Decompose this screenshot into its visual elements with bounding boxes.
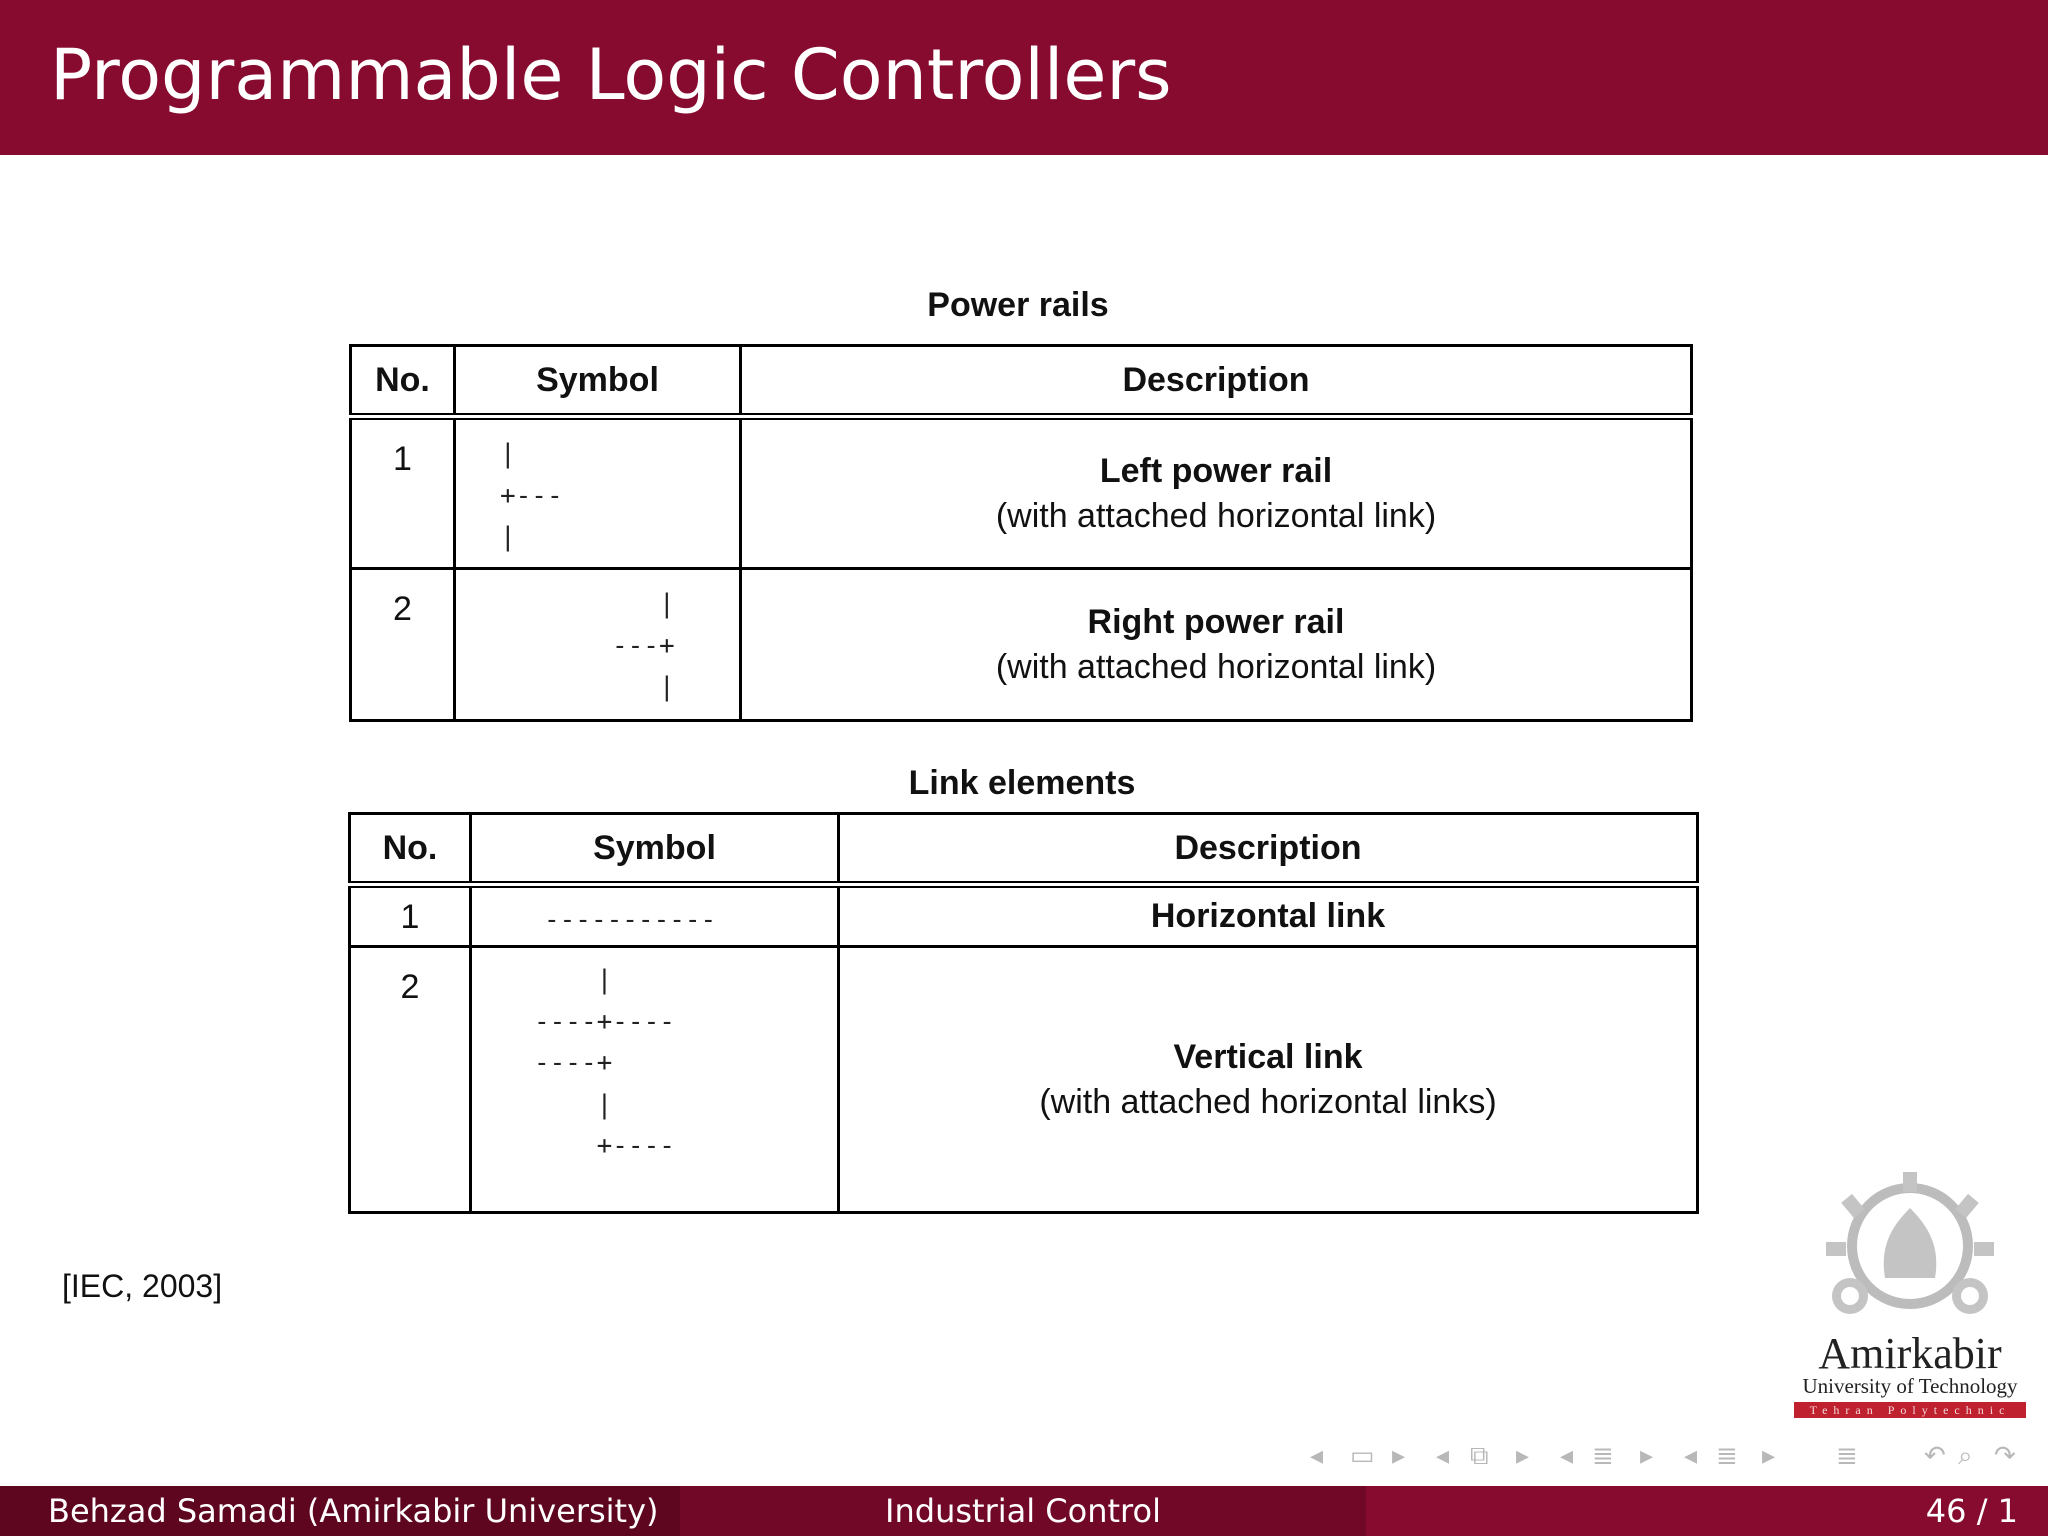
footer-course: Industrial Control xyxy=(680,1486,1366,1536)
description-main: Left power rail xyxy=(1099,452,1333,491)
title-bar: Programmable Logic Controllers xyxy=(0,0,2048,155)
table-header-row: No. Symbol Description xyxy=(348,813,1699,888)
table-row: 2 | ---+ | Right power rail (with attach… xyxy=(349,568,1693,722)
power-rails-table: No. Symbol Description 1 | +--- | Left p… xyxy=(349,344,1693,722)
row-symbol: | ---+ | xyxy=(453,568,742,722)
logo-tagline: Tehran Polytechnic xyxy=(1794,1402,2026,1418)
table-row: 2 | ----+---- ----+ | +---- Vertical lin… xyxy=(348,946,1699,1214)
col-no-header: No. xyxy=(349,345,456,420)
link-elements-table: No. Symbol Description 1 ----------- Hor… xyxy=(348,812,1699,1214)
description-main: Right power rail xyxy=(1087,603,1345,642)
table-row: 1 | +--- | Left power rail (with attache… xyxy=(349,416,1693,570)
description-sub: (with attached horizontal links) xyxy=(1039,1082,1497,1121)
emblem-icon xyxy=(1826,1172,1994,1314)
citation: [IEC, 2003] xyxy=(62,1268,223,1304)
horizontal-link-symbol: ----------- xyxy=(544,905,717,935)
back-icon[interactable]: ↶ xyxy=(1924,1440,1946,1470)
description-main: Vertical link xyxy=(1173,1038,1363,1077)
subsection-list-prev-icon[interactable]: ◂ xyxy=(1684,1440,1698,1470)
logo-subtitle: University of Technology xyxy=(1802,1374,2018,1398)
col-symbol-header: Symbol xyxy=(453,345,742,420)
subsection-icon[interactable]: ⧉ xyxy=(1470,1440,1489,1470)
footer-page-number: 46 / 1 xyxy=(1366,1486,2048,1536)
row-no: 1 xyxy=(348,884,472,948)
vertical-link-symbol: | ----+---- ----+ | +---- xyxy=(534,965,675,1162)
frame-prev-icon[interactable]: ◂ xyxy=(1310,1440,1324,1470)
col-description-header: Description xyxy=(837,813,1699,888)
col-description-header: Description xyxy=(739,345,1693,420)
row-description: Horizontal link xyxy=(837,884,1699,948)
row-no: 2 xyxy=(348,946,472,1214)
section-icon[interactable]: ≣ xyxy=(1592,1440,1614,1470)
right-power-rail-symbol: | ---+ | xyxy=(612,589,675,703)
footer-author: Behzad Samadi (Amirkabir University) xyxy=(0,1486,680,1536)
forward-icon[interactable]: ↷ xyxy=(1994,1440,2016,1470)
col-no-header: No. xyxy=(348,813,472,888)
row-symbol: | +--- | xyxy=(453,416,742,570)
logo-name: Amirkabir xyxy=(1818,1329,2002,1378)
toc-icon[interactable]: ≣ xyxy=(1836,1440,1858,1470)
description-main: Horizontal link xyxy=(1150,897,1386,936)
left-power-rail-symbol: | +--- | xyxy=(500,439,563,553)
link-elements-caption: Link elements xyxy=(908,764,1136,802)
search-icon[interactable]: ⌕ xyxy=(1958,1440,1973,1470)
row-symbol: ----------- xyxy=(469,884,840,948)
description-sub: (with attached horizontal link) xyxy=(995,496,1437,535)
row-no: 2 xyxy=(349,568,456,722)
table-header-row: No. Symbol Description xyxy=(349,345,1693,420)
subsection-next-icon[interactable]: ▸ xyxy=(1516,1440,1530,1470)
row-description: Right power rail (with attached horizont… xyxy=(739,568,1693,722)
navigation-bar: ◂ ▭ ▸ ◂ ⧉ ▸ ◂ ≣ ▸ ◂ ≣ ▸ ≣ ↶ ⌕ ↷ xyxy=(1310,1440,2040,1474)
col-symbol-header: Symbol xyxy=(469,813,840,888)
frame-next-icon[interactable]: ▸ xyxy=(1392,1440,1406,1470)
section-prev-icon[interactable]: ◂ xyxy=(1560,1440,1574,1470)
row-description: Vertical link (with attached horizontal … xyxy=(837,946,1699,1214)
row-symbol: | ----+---- ----+ | +---- xyxy=(469,946,840,1214)
row-description: Left power rail (with attached horizonta… xyxy=(739,416,1693,570)
subsection-list-next-icon[interactable]: ▸ xyxy=(1762,1440,1776,1470)
row-no: 1 xyxy=(349,416,456,570)
table-row: 1 ----------- Horizontal link xyxy=(348,884,1699,948)
slide-title: Programmable Logic Controllers xyxy=(50,34,1172,116)
subsection-list-icon[interactable]: ≣ xyxy=(1716,1440,1738,1470)
section-next-icon[interactable]: ▸ xyxy=(1640,1440,1654,1470)
frame-icon[interactable]: ▭ xyxy=(1350,1440,1375,1470)
university-logo: Amirkabir University of Technology Tehra… xyxy=(1790,1168,2030,1418)
description-sub: (with attached horizontal link) xyxy=(995,647,1437,686)
power-rails-caption: Power rails xyxy=(927,286,1109,324)
footer: Behzad Samadi (Amirkabir University) Ind… xyxy=(0,1486,2048,1536)
subsection-prev-icon[interactable]: ◂ xyxy=(1436,1440,1450,1470)
